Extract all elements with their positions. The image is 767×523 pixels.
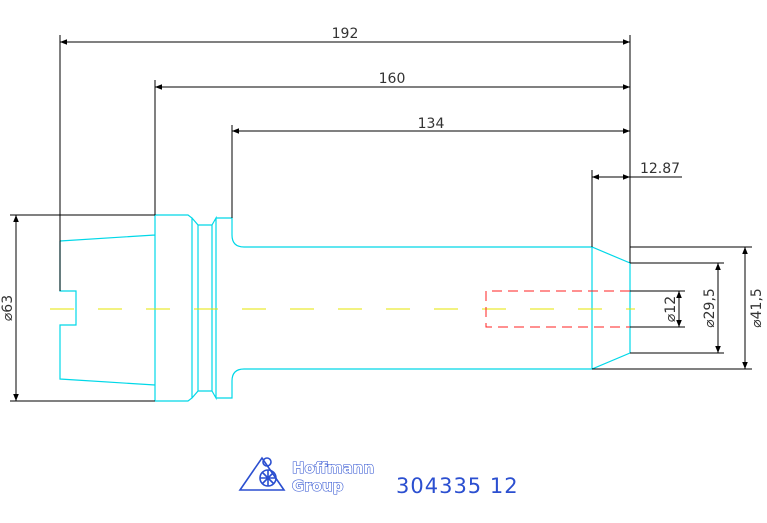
part-number: 304335 12 [396,474,519,498]
diameter-dimensions [10,214,752,402]
dim-dia41-5-label: ⌀41,5 [749,288,765,328]
hidden-bore [485,290,630,328]
dim-160-label: 160 [379,71,406,87]
dim-134-label: 134 [418,116,445,132]
collet-end [59,215,156,401]
flange [155,214,193,402]
groove [191,215,217,401]
dim-dia29-5-label: ⌀29,5 [702,288,718,328]
dim-chamfer-label: 12.87 [640,161,680,177]
dim-192-label: 192 [332,26,359,42]
dim-dia63-label: ⌀63 [0,295,16,321]
hoffmann-logo: Hoffmann Group 304335 12 [238,456,519,498]
part-outline [59,214,631,402]
hoffmann-logo-icon [238,456,286,491]
horizontal-dimensions [59,35,682,291]
shank [244,246,631,370]
logo-line1: Hoffmann [292,459,374,477]
logo-line2: Group [292,477,344,495]
dim-dia12-label: ⌀12 [663,296,679,322]
neck [216,217,245,399]
